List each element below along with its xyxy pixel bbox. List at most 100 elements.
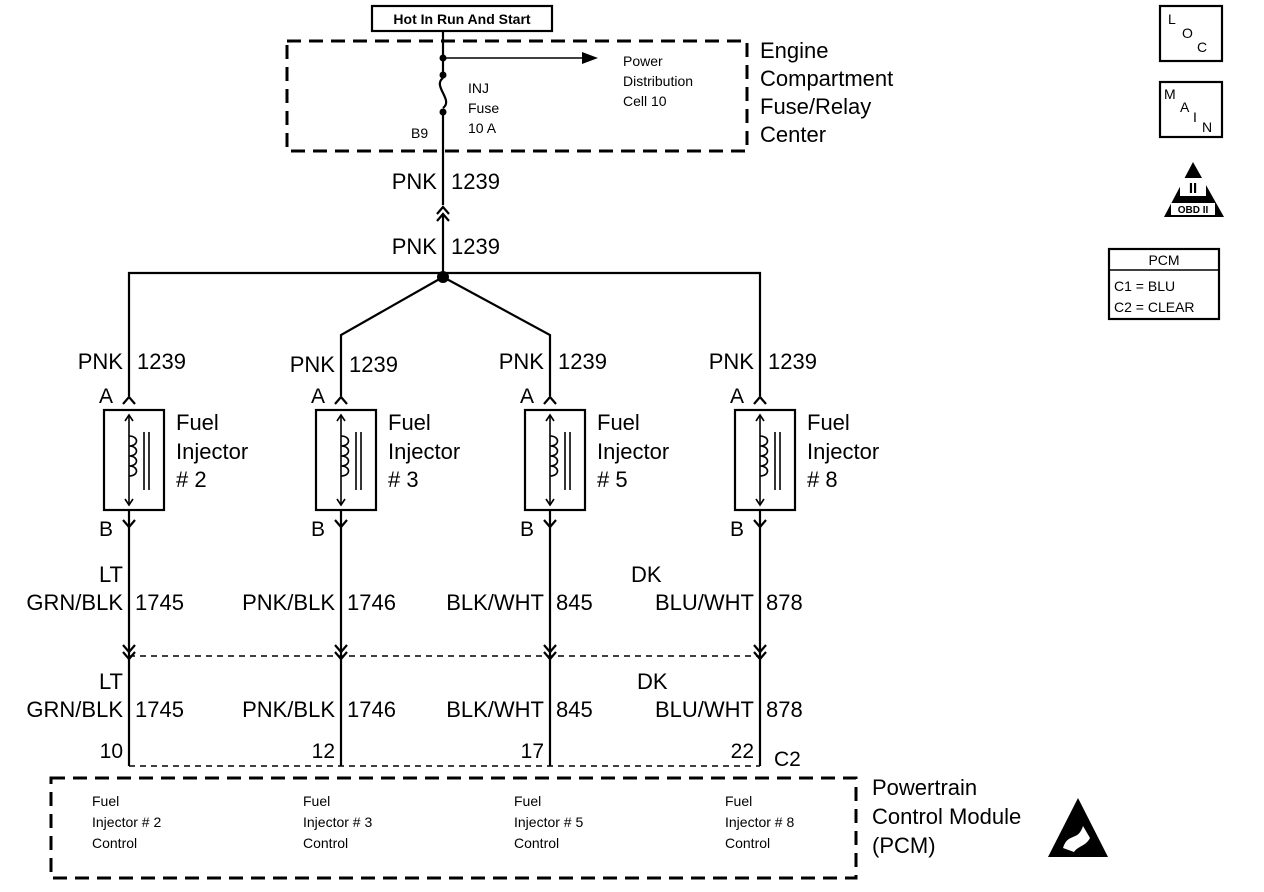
injector-output-color: GRN/BLK	[26, 590, 123, 615]
main-letter-m: M	[1164, 86, 1176, 102]
pcm-control-label-3: Control	[725, 835, 770, 851]
pcm-wire-color: BLU/WHT	[655, 697, 754, 722]
arrow-up-icon	[545, 413, 555, 422]
pcm-control-label-1: Fuel	[725, 793, 752, 809]
injector-name-line-3: # 2	[176, 467, 207, 492]
pcm-wire-color-prefix: DK	[637, 669, 668, 694]
fuse-terminal-top	[439, 71, 447, 79]
injector-output-circuit: 1746	[347, 590, 396, 615]
pcm-control-label-3: Control	[92, 835, 137, 851]
pcm-title-2: Control Module	[872, 804, 1021, 829]
connector-pin-a	[543, 395, 557, 405]
main-letter-i: I	[1193, 109, 1197, 125]
injector-coil-icon	[759, 435, 769, 477]
branch-outer	[127, 271, 762, 396]
pcm-control-label-1: Fuel	[92, 793, 119, 809]
arrow-up-icon	[755, 413, 765, 422]
arrow-down-icon	[545, 498, 555, 507]
arrow-down-icon	[124, 498, 134, 507]
arrow-up-icon	[124, 413, 134, 422]
pcm-wire-circuit: 845	[556, 697, 593, 722]
obd-text: OBD II	[1178, 205, 1209, 216]
pcm-legend-title: PCM	[1148, 252, 1179, 268]
pcm-connector-legend: PCM C1 = BLU C2 = CLEAR	[1107, 247, 1221, 321]
injector-name-line-3: # 5	[597, 467, 628, 492]
connector-pin	[753, 651, 767, 661]
injector-name-line-1: Fuel	[388, 410, 431, 435]
injector-name-line-2: Injector	[176, 439, 248, 464]
distribution-line-3: Cell 10	[623, 93, 667, 109]
connector-pin	[334, 651, 348, 661]
arrow-down-icon	[336, 498, 346, 507]
fuse-center-title-2: Compartment	[760, 66, 893, 91]
feed-circuit-lower: 1239	[451, 234, 500, 259]
main-letter-n: N	[1202, 119, 1212, 135]
pcm: C2 Powertrain Control Module (PCM)	[49, 748, 1108, 880]
injector-terminal-b: B	[520, 518, 534, 541]
arrow-right-icon	[582, 52, 598, 64]
feed-circuit-upper: 1239	[451, 169, 500, 194]
injector-feed-color: PNK	[499, 349, 545, 374]
injector-name-line-1: Fuel	[807, 410, 850, 435]
esd-warning-icon	[1048, 798, 1108, 857]
pcm-legend-c1: C1 = BLU	[1114, 278, 1175, 294]
injector-feed-circuit: 1239	[349, 352, 398, 377]
injector-terminal-a: A	[311, 385, 325, 408]
power-source-box	[370, 4, 554, 33]
obd-mark: II	[1189, 180, 1197, 197]
connector-pin	[543, 651, 557, 661]
injector-terminal-a: A	[520, 385, 534, 408]
feed-wire: PNK 1239 PNK 1239	[127, 169, 762, 396]
arrow-up-icon	[336, 413, 346, 422]
pcm-title-1: Powertrain	[872, 775, 977, 800]
pcm-connector-label: C2	[774, 748, 801, 771]
main-icon: M A I N	[1158, 80, 1224, 139]
injector-terminal-a: A	[99, 385, 113, 408]
fuse-terminal-bottom	[439, 108, 447, 116]
pcm-wire-color: PNK/BLK	[242, 697, 335, 722]
loc-letter-c: C	[1197, 39, 1207, 55]
pcm-pin-number: 12	[312, 740, 335, 763]
injector-output-circuit: 1745	[135, 590, 184, 615]
injector-name-line-1: Fuel	[176, 410, 219, 435]
pcm-pin-number: 17	[521, 740, 544, 763]
injector-body	[102, 408, 166, 512]
pcm-pin-number: 22	[731, 740, 754, 763]
connector-pin-a	[753, 395, 767, 405]
pcm-legend-c2: C2 = CLEAR	[1114, 299, 1195, 315]
branch-injector-3	[339, 276, 444, 396]
injector-name-line-2: Injector	[388, 439, 460, 464]
injector-name-line-1: Fuel	[597, 410, 640, 435]
connector-pin-upper	[436, 205, 450, 215]
injector-name-line-2: Injector	[807, 439, 879, 464]
fuse-center-title-4: Center	[760, 122, 826, 147]
pcm-control-label-2: Injector # 3	[303, 814, 372, 830]
pcm-control-label-2: Injector # 8	[725, 814, 794, 830]
injector-output-color-prefix: DK	[631, 562, 662, 587]
injector-feed-circuit: 1239	[768, 349, 817, 374]
injector-name-line-3: # 8	[807, 467, 838, 492]
fuse-label-line-1: INJ	[468, 80, 489, 96]
fuse-terminal-label: B9	[411, 125, 428, 141]
injector-terminal-b: B	[311, 518, 325, 541]
distribution-line-1: Power	[623, 53, 663, 69]
connector-pin	[543, 644, 557, 654]
pcm-control-label-3: Control	[303, 835, 348, 851]
distribution-line-2: Distribution	[623, 73, 693, 89]
fuse-center-title-3: Fuse/Relay	[760, 94, 871, 119]
pcm-control-label-1: Fuel	[514, 793, 541, 809]
injector-output-color: PNK/BLK	[242, 590, 335, 615]
injector-feed-circuit: 1239	[137, 349, 186, 374]
injector-body	[523, 408, 587, 512]
injector-coil-icon	[128, 435, 138, 477]
pcm-control-label-3: Control	[514, 835, 559, 851]
injector-feed-circuit: 1239	[558, 349, 607, 374]
fuse-center-title-1: Engine	[760, 38, 829, 63]
power-source-label: Hot In Run And Start	[393, 11, 530, 27]
fuse-label-line-2: Fuse	[468, 100, 499, 116]
injector-coil-icon	[549, 435, 559, 477]
